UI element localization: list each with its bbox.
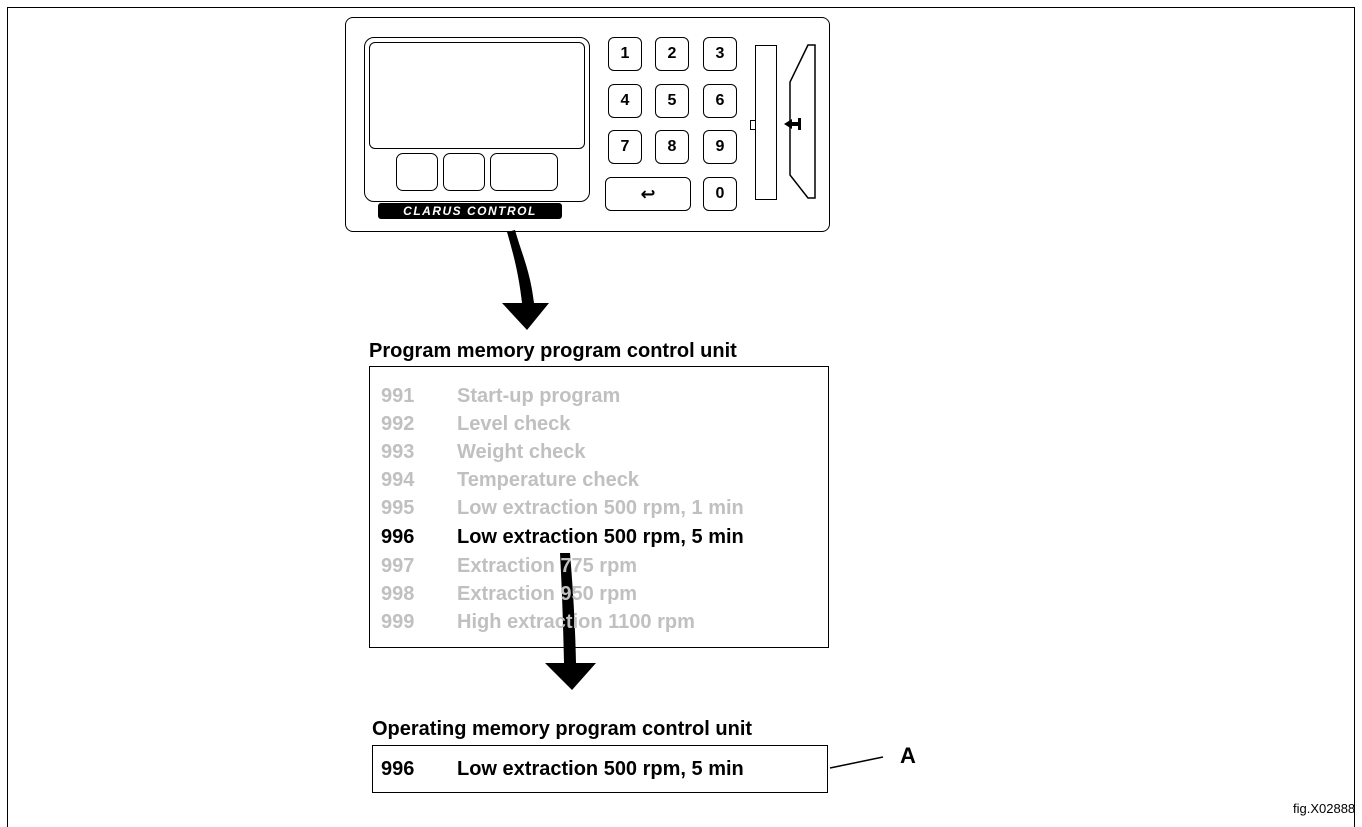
arrow-down-icon <box>502 230 549 330</box>
program-row: 997 Extraction 775 rpm <box>381 555 637 578</box>
soft-key-2[interactable] <box>443 153 485 191</box>
operating-memory-box <box>372 745 828 793</box>
program-memory-box <box>369 366 829 648</box>
program-row: 999 High extraction 1100 rpm <box>381 611 695 634</box>
program-name: Low extraction 500 rpm, 5 min <box>457 758 744 780</box>
program-row: 992 Level check <box>381 413 570 436</box>
key-7[interactable]: 7 <box>608 130 642 164</box>
program-number: 996 <box>381 758 415 780</box>
program-number: 998 <box>381 583 415 605</box>
program-row: 991 Start-up program <box>381 385 620 408</box>
program-name: Low extraction 500 rpm, 5 min <box>457 526 744 548</box>
program-number: 991 <box>381 385 415 407</box>
key-9[interactable]: 9 <box>703 130 737 164</box>
program-memory-heading: Program memory program control unit <box>369 340 737 362</box>
key-8[interactable]: 8 <box>655 130 689 164</box>
brand-label: CLARUS CONTROL <box>378 203 562 219</box>
program-number: 993 <box>381 441 415 463</box>
figure-id: fig.X02888 <box>1293 801 1356 816</box>
card-slot-notch <box>750 120 756 130</box>
enter-key[interactable]: ↩ <box>605 177 691 211</box>
control-panel <box>345 17 830 232</box>
program-number: 997 <box>381 555 415 577</box>
program-name: Extraction 950 rpm <box>457 583 638 605</box>
display-screen <box>369 42 585 149</box>
program-name: Start-up program <box>457 385 621 407</box>
arrow-down-icon <box>545 553 596 690</box>
card-insert-arrow-icon <box>784 118 801 130</box>
figure-border <box>7 7 1355 827</box>
key-3[interactable]: 3 <box>703 37 737 71</box>
card-slot <box>755 45 777 200</box>
callout-label: A <box>900 743 916 768</box>
program-number: 999 <box>381 611 415 633</box>
program-number: 994 <box>381 469 415 491</box>
program-row-active: 996 Low extraction 500 rpm, 5 min <box>381 526 744 549</box>
program-row: 995 Low extraction 500 rpm, 1 min <box>381 497 744 520</box>
program-row: 993 Weight check <box>381 441 586 464</box>
key-1[interactable]: 1 <box>608 37 642 71</box>
program-number: 996 <box>381 526 415 548</box>
program-name: Level check <box>457 413 571 435</box>
operating-memory-heading: Operating memory program control unit <box>372 718 753 740</box>
callout-leader-line <box>829 756 884 769</box>
key-6[interactable]: 6 <box>703 84 737 118</box>
program-row: 994 Temperature check <box>381 469 639 492</box>
soft-key-3[interactable] <box>490 153 558 191</box>
soft-key-1[interactable] <box>396 153 438 191</box>
key-0[interactable]: 0 <box>703 177 737 211</box>
program-name: Temperature check <box>457 469 639 491</box>
program-name: Weight check <box>457 441 586 463</box>
program-name: High extraction 1100 rpm <box>457 611 695 633</box>
program-row: 998 Extraction 950 rpm <box>381 583 637 606</box>
program-name: Low extraction 500 rpm, 1 min <box>457 497 744 519</box>
key-4[interactable]: 4 <box>608 84 642 118</box>
key-5[interactable]: 5 <box>655 84 689 118</box>
key-2[interactable]: 2 <box>655 37 689 71</box>
memory-card-icon[interactable] <box>789 44 816 199</box>
program-name: Extraction 775 rpm <box>457 555 638 577</box>
operating-memory-entry: 996 Low extraction 500 rpm, 5 min <box>381 758 744 781</box>
display-bezel <box>364 37 590 202</box>
program-number: 992 <box>381 413 415 435</box>
program-number: 995 <box>381 497 415 519</box>
